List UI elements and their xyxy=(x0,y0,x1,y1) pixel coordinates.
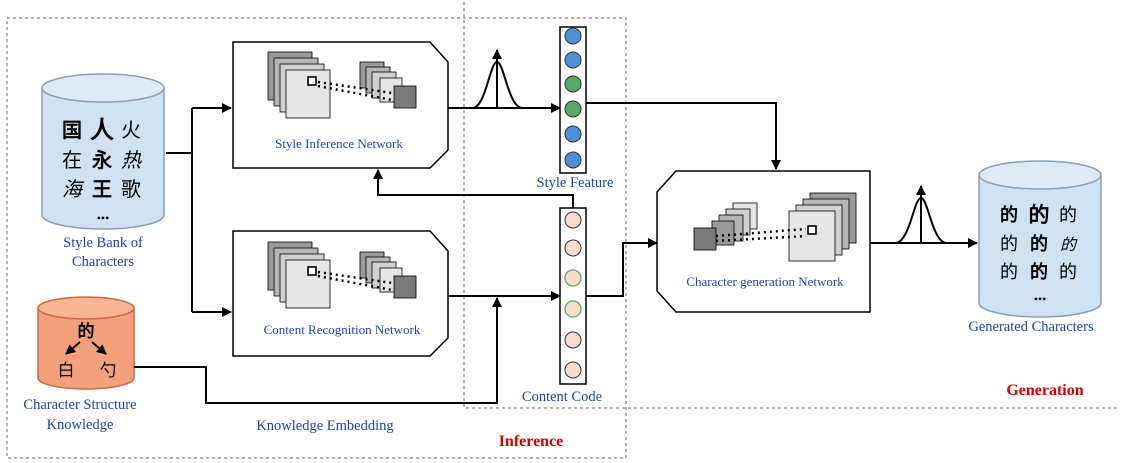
content-recognition-layers xyxy=(267,241,417,309)
generated-characters-label: Generated Characters xyxy=(968,319,1094,335)
generated-glyph: 的 xyxy=(1000,234,1018,255)
generation-gaussian-icon xyxy=(895,185,947,244)
style-feature-node xyxy=(564,100,582,118)
generated-ellipsis: ••• xyxy=(1034,292,1047,306)
style-inference-network-label: Style Inference Network xyxy=(275,136,403,151)
style-glyph: 火 xyxy=(121,118,141,142)
content-recognition-network-box: Content Recognition Network xyxy=(232,230,449,357)
style-glyph: 国 xyxy=(62,118,82,142)
style-glyph: 人 xyxy=(90,116,114,144)
knowledge-right-char: 勺 xyxy=(100,361,117,381)
knowledge-embedding-label: Knowledge Embedding xyxy=(256,418,393,434)
knowledge-left-char: 白 xyxy=(58,361,75,381)
character-generation-network-box: Character generation Network xyxy=(656,170,871,313)
generated-glyph: 的 xyxy=(1059,262,1077,283)
character-generation-layers xyxy=(693,192,857,262)
code-to-generation-arrow xyxy=(586,238,658,297)
style-glyph: 在 xyxy=(62,148,82,172)
content-code-vector xyxy=(559,207,587,385)
style-to-generation-arrow xyxy=(586,102,781,170)
style-feature-node xyxy=(564,151,582,169)
style-bank-glyphs: 国 人 火 在 永 热 海 王 歌 ••• xyxy=(62,116,142,225)
generated-glyph: 的 xyxy=(1000,204,1018,226)
inference-section-label: Inference xyxy=(499,433,564,450)
knowledge-label-line1: Character Structure xyxy=(23,397,136,413)
content-code-node xyxy=(564,300,582,318)
style-glyph: 王 xyxy=(92,177,112,201)
knowledge-embedding-arrow xyxy=(134,297,502,404)
generated-glyph: 的 xyxy=(1059,205,1077,226)
generation-region xyxy=(463,2,1117,409)
bank-connectors xyxy=(166,103,232,317)
style-feature-node xyxy=(564,125,582,143)
style-glyph: 永 xyxy=(91,148,112,172)
style-bank-ellipsis: ••• xyxy=(97,211,110,225)
generated-characters-cylinder xyxy=(978,160,1102,318)
generated-glyph: 的 xyxy=(1000,262,1018,283)
style-bank-cylinder xyxy=(41,73,165,230)
style-feature-node xyxy=(564,27,582,45)
style-bank-label-line1: Style Bank of xyxy=(63,235,143,251)
style-inference-network-box: Style Inference Network xyxy=(232,41,449,169)
knowledge-label-line2: Knowledge xyxy=(47,417,114,433)
style-inference-layers xyxy=(267,51,417,119)
content-code-node xyxy=(564,331,582,349)
content-code-node xyxy=(564,361,582,379)
style-glyph: 歌 xyxy=(121,177,141,201)
style-feature-node xyxy=(564,75,582,93)
generation-section-label: Generation xyxy=(1006,382,1083,399)
style-glyph: 热 xyxy=(121,148,142,172)
generated-glyph: 的 xyxy=(1030,261,1048,283)
content-to-style-feedback-arrow xyxy=(373,169,574,208)
content-code-node xyxy=(564,269,582,287)
knowledge-cylinder: 的 白 勺 xyxy=(37,296,135,390)
content-recognition-network-label: Content Recognition Network xyxy=(264,322,421,337)
generated-glyphs: 的 的 的 的 的 的 的 的 的 ••• xyxy=(1000,203,1078,306)
content-code-node xyxy=(564,211,582,229)
inference-region xyxy=(6,17,627,459)
content-code-label: Content Code xyxy=(522,389,602,405)
generated-glyph: 的 xyxy=(1060,235,1078,254)
style-glyph: 海 xyxy=(62,177,85,201)
character-generation-network-label: Character generation Network xyxy=(686,274,844,289)
style-feature-node xyxy=(564,51,582,69)
generated-glyph: 的 xyxy=(1029,203,1050,227)
style-feature-label: Style Feature xyxy=(537,175,614,191)
style-bank-label-line2: Characters xyxy=(72,254,134,270)
knowledge-top-char: 的 xyxy=(78,321,95,342)
content-code-node xyxy=(564,239,582,257)
style-gaussian-icon xyxy=(472,49,523,109)
generated-glyph: 的 xyxy=(1030,233,1048,255)
style-feature-vector xyxy=(559,26,587,174)
